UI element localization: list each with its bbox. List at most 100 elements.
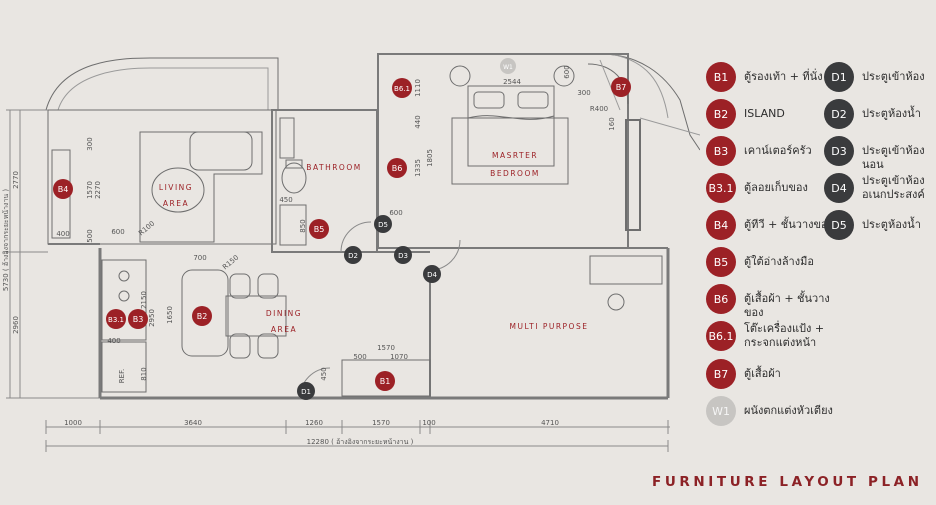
marker-b6: B6 — [387, 158, 407, 178]
room-bedroom-line2: BEDROOM — [490, 169, 540, 178]
legend-badge: D2 — [824, 99, 854, 129]
legend-badge: B3.1 — [706, 173, 736, 203]
legend-label: ประตูเข้าห้อง — [862, 70, 925, 83]
dim-450b: 450 — [320, 367, 328, 380]
dim-1805: 1805 — [426, 149, 434, 167]
dim-700: 700 — [193, 254, 206, 262]
legend-label: ประตูห้องน้ำ — [862, 107, 921, 120]
dim-810: 810 — [140, 367, 148, 380]
dim-1650: 1650 — [166, 306, 174, 324]
room-bathroom: BATHROOM — [306, 163, 361, 172]
legend-badge: D1 — [824, 62, 854, 92]
legend-item-b2: B2 ISLAND — [706, 99, 844, 129]
room-living-line2: AREA — [163, 199, 189, 208]
marker-b3: B3 — [128, 309, 148, 329]
dim-1110: 1110 — [414, 79, 422, 97]
dim-bottom-2: 3640 — [184, 419, 202, 427]
dim-500b: 500 — [353, 353, 366, 361]
dim-440: 440 — [414, 115, 422, 128]
legend-badge: B3 — [706, 136, 736, 166]
marker-b2: B2 — [192, 306, 212, 326]
marker-b4: B4 — [53, 179, 73, 199]
legend-badge: B7 — [706, 359, 736, 389]
dim-bottom-5: 100 — [422, 419, 435, 427]
marker-d4: D4 — [423, 265, 441, 283]
svg-text:D1: D1 — [301, 388, 311, 396]
dim-400b: 400 — [107, 337, 120, 345]
svg-text:W1: W1 — [503, 64, 513, 71]
marker-d1: D1 — [297, 382, 315, 400]
dim-ref: REF. — [118, 369, 126, 383]
legend-label: โต๊ะเครื่องแป้ง + กระจกแต่งหน้า — [744, 322, 825, 349]
legend-item-d5: D5 ประตูห้องน้ำ — [824, 210, 936, 240]
room-dining-line1: DINING — [266, 309, 302, 318]
legend-badge: D5 — [824, 210, 854, 240]
marker-d5: D5 — [374, 215, 392, 233]
dim-2950: 2950 — [148, 309, 156, 327]
dim-1070: 1070 — [390, 353, 408, 361]
legend-item-d3: D3 ประตูเข้าห้องนอน — [824, 136, 936, 172]
svg-text:D5: D5 — [378, 221, 388, 229]
marker-b31: B3.1 — [106, 309, 126, 329]
plan-title: FURNITURE LAYOUT PLAN — [652, 474, 923, 490]
legend-badge: W1 — [706, 396, 736, 426]
legend-label: ตู้เสื้อผ้า + ชั้นวางของ — [744, 292, 830, 319]
legend-badge: B2 — [706, 99, 736, 129]
dim-bottom-1: 1000 — [64, 419, 82, 427]
floor-plan: LIVING AREA BATHROOM MASRTER BEDROOM DIN… — [2, 53, 700, 452]
legend-label: ตู้ลอยเก็บของ — [744, 181, 808, 194]
dim-160: 160 — [608, 117, 616, 130]
dim-total: 12280 ( อ้างอิงจากระยะหน้างาน ) — [307, 438, 414, 446]
legend-badge: B6 — [706, 284, 736, 314]
dim-400: 400 — [56, 230, 69, 238]
dim-2150: 2150 — [140, 291, 148, 309]
legend-item-d1: D1 ประตูเข้าห้อง — [824, 62, 936, 92]
svg-text:B5: B5 — [314, 225, 325, 234]
svg-text:B6: B6 — [392, 164, 403, 173]
marker-d2: D2 — [344, 246, 362, 264]
svg-text:B7: B7 — [616, 83, 627, 92]
legend-label: ตู้ใต้อ่างล้างมือ — [744, 255, 814, 268]
room-multi: MULTI PURPOSE — [510, 322, 589, 331]
legend-badge: D3 — [824, 136, 854, 166]
svg-text:D4: D4 — [427, 271, 437, 279]
legend-badge: B4 — [706, 210, 736, 240]
legend-label: เคาน์เตอร์ครัว — [744, 144, 812, 157]
legend-item-b31: B3.1 ตู้ลอยเก็บของ — [706, 173, 844, 203]
legend-label: ตู้รองเท้า + ที่นั่ง — [744, 70, 823, 83]
legend-label: ประตูเข้าห้องนอน — [862, 144, 925, 171]
dim-850: 850 — [299, 219, 307, 232]
marker-b1: B1 — [375, 371, 395, 391]
legend-label: ประตูเข้าห้อง อเนกประสงค์ — [862, 174, 925, 201]
marker-b7: B7 — [611, 77, 631, 97]
dim-450: 450 — [279, 196, 292, 204]
svg-text:B4: B4 — [58, 185, 69, 194]
legend-item-d4: D4 ประตูเข้าห้อง อเนกประสงค์ — [824, 173, 936, 203]
marker-b61: B6.1 — [392, 78, 412, 98]
marker-d3: D3 — [394, 246, 412, 264]
legend-badge: D4 — [824, 173, 854, 203]
dim-bottom-6: 4710 — [541, 419, 559, 427]
dim-2270: 2270 — [94, 181, 102, 199]
legend-label: ISLAND — [744, 107, 785, 120]
dim-r400: R400 — [590, 105, 608, 113]
legend-item-d2: D2 ประตูห้องน้ำ — [824, 99, 936, 129]
marker-w1: W1 — [500, 58, 516, 74]
legend-item-b3: B3 เคาน์เตอร์ครัว — [706, 136, 844, 166]
dim-600: 600 — [111, 228, 124, 236]
dim-600b: 600 — [389, 209, 402, 217]
legend-label: ประตูห้องน้ำ — [862, 218, 921, 231]
dim-500: 500 — [86, 229, 94, 242]
svg-text:D2: D2 — [348, 252, 358, 260]
svg-text:B2: B2 — [197, 312, 208, 321]
dim-1570b: 1570 — [377, 344, 395, 352]
room-living-line1: LIVING — [159, 183, 193, 192]
dim-bottom-4: 1570 — [372, 419, 390, 427]
svg-text:D3: D3 — [398, 252, 408, 260]
